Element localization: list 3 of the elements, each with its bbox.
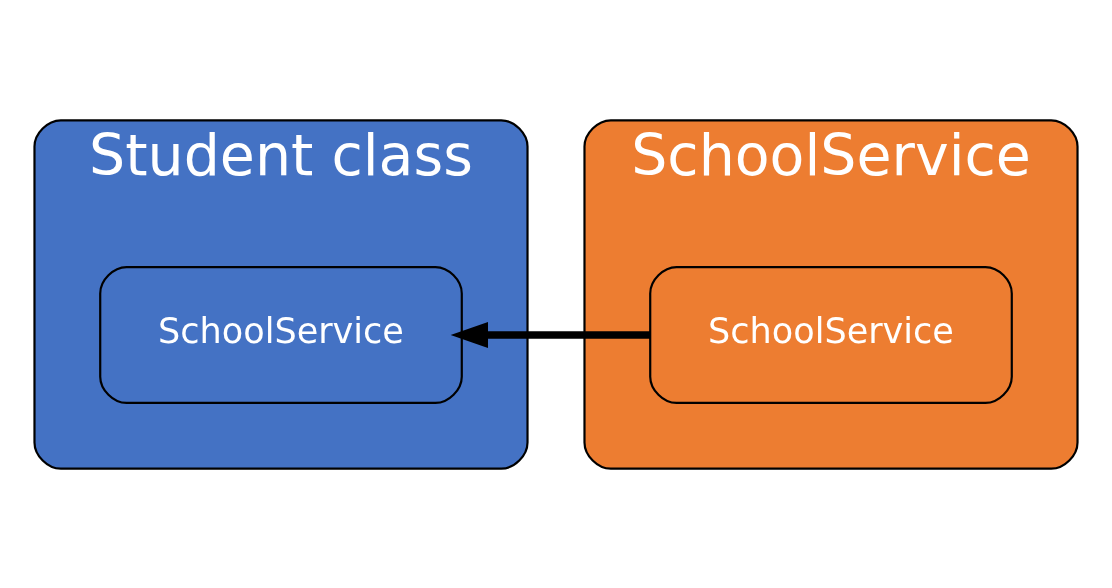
node-box: SchoolService: [649, 265, 1013, 404]
arrow: [450, 321, 651, 348]
node-box: SchoolService: [99, 265, 463, 404]
